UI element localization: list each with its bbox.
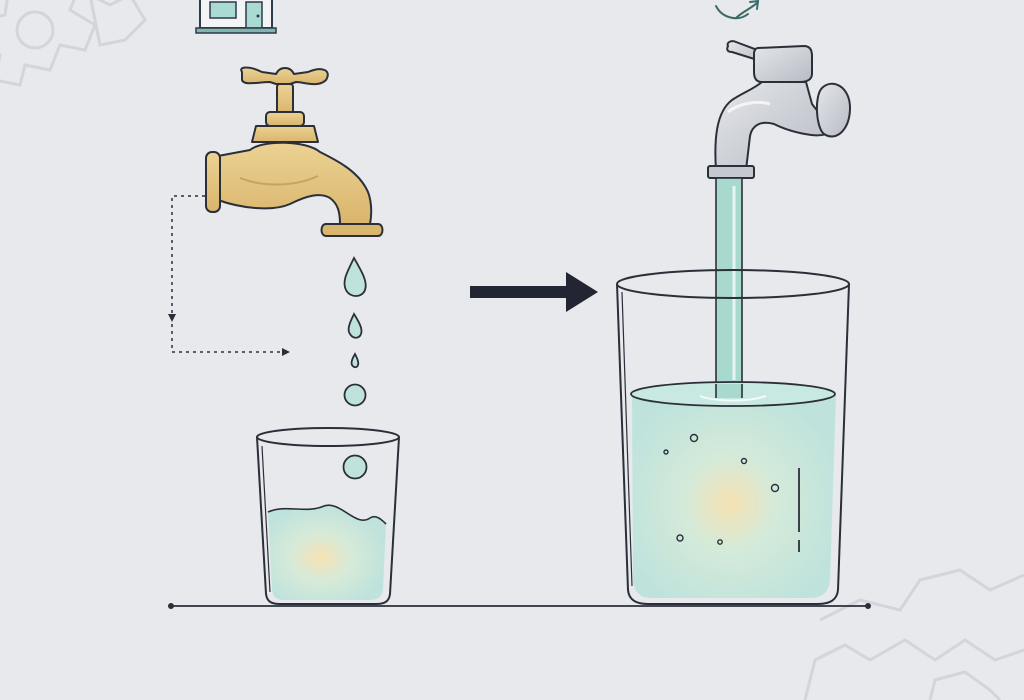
connector-arrowhead-right — [282, 348, 290, 356]
building-icon — [195, 0, 277, 34]
water-drop-icon — [342, 256, 368, 480]
glass-icon — [616, 269, 850, 605]
gear-icon — [0, 0, 147, 87]
chrome-faucet-icon — [707, 40, 851, 179]
arrow-right-icon — [470, 272, 598, 312]
connector-arrowhead-down — [168, 314, 176, 322]
gear-icon — [803, 568, 1024, 700]
water-stream — [715, 177, 743, 401]
glass-icon — [256, 427, 400, 605]
brass-faucet-icon — [205, 66, 384, 237]
refresh-icon — [715, 0, 760, 20]
dashed-connector — [171, 195, 282, 353]
ground-line — [168, 603, 871, 609]
